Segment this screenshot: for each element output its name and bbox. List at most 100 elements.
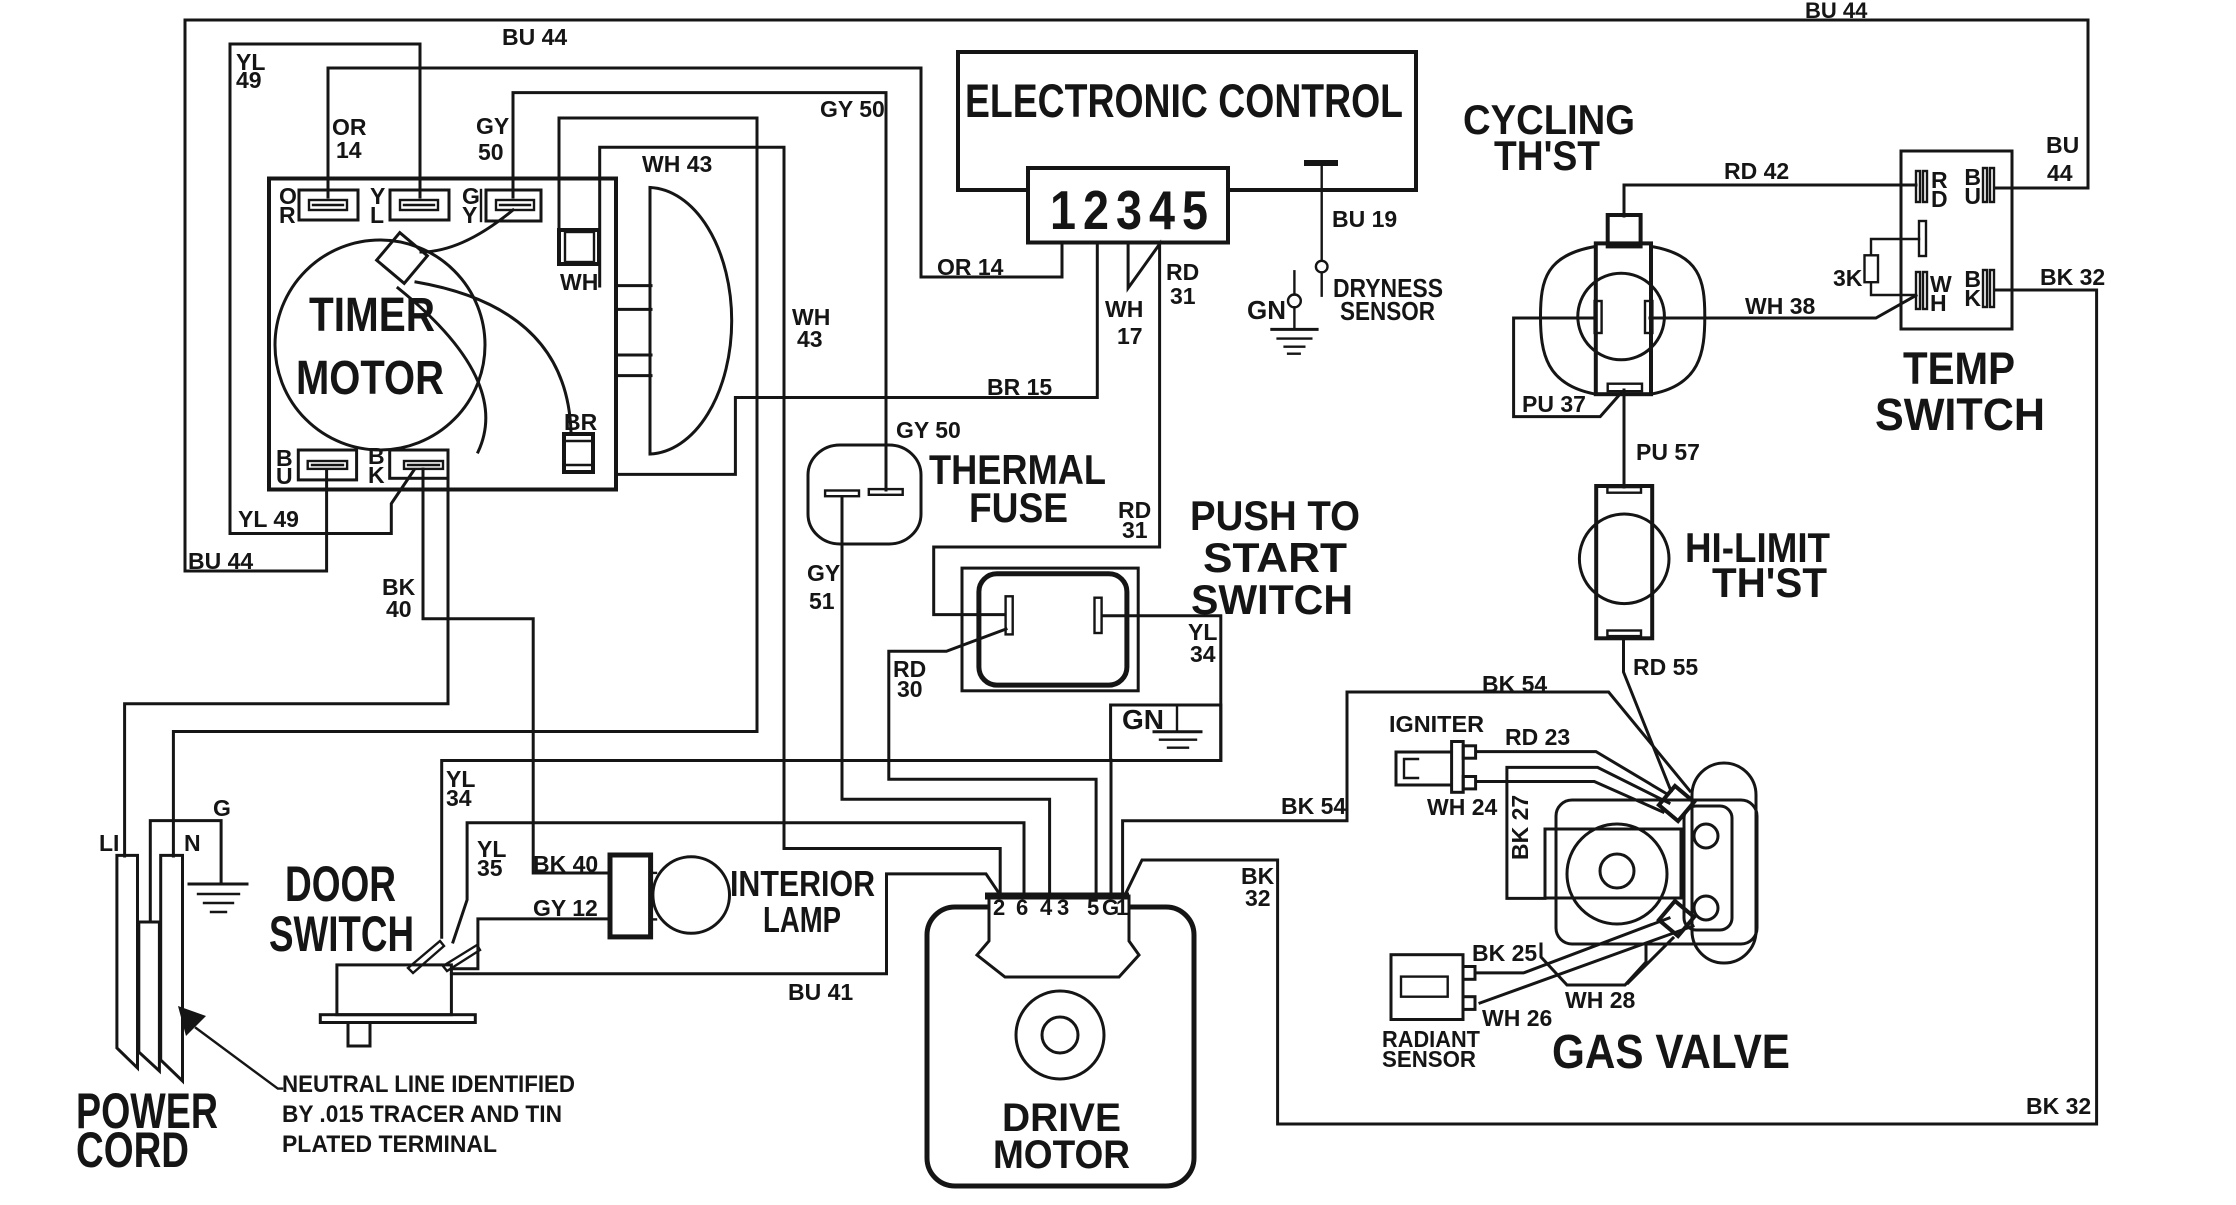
svg-text:R: R: [1931, 167, 1948, 193]
svg-text:Y: Y: [462, 202, 477, 228]
svg-text:HI-LIMIT: HI-LIMIT: [1685, 524, 1830, 571]
svg-text:O: O: [279, 183, 297, 209]
svg-text:PU 37: PU 37: [1522, 391, 1586, 417]
svg-text:RD 23: RD 23: [1505, 724, 1570, 750]
svg-text:U: U: [1964, 183, 1981, 209]
svg-text:SWITCH: SWITCH: [1875, 389, 2045, 440]
svg-text:TEMP: TEMP: [1903, 343, 2015, 394]
svg-text:BU 41: BU 41: [788, 979, 853, 1005]
svg-text:N: N: [184, 830, 201, 856]
svg-text:D: D: [1931, 186, 1948, 212]
svg-text:BU 44: BU 44: [1805, 0, 1868, 23]
svg-text:Y: Y: [370, 183, 385, 209]
svg-text:DRYNESS: DRYNESS: [1333, 273, 1443, 303]
svg-text:PU 57: PU 57: [1636, 439, 1700, 465]
svg-text:LI: LI: [99, 830, 119, 856]
svg-text:WH 26: WH 26: [1482, 1005, 1552, 1031]
svg-text:BR 15: BR 15: [987, 374, 1052, 400]
svg-text:YL: YL: [1188, 619, 1217, 645]
svg-text:B: B: [1964, 164, 1981, 190]
svg-text:1: 1: [1116, 895, 1128, 920]
svg-text:WH 24: WH 24: [1427, 794, 1498, 820]
svg-text:B: B: [368, 443, 385, 469]
svg-text:50: 50: [478, 139, 504, 165]
svg-text:BK: BK: [1241, 863, 1275, 889]
svg-text:L: L: [370, 202, 384, 228]
svg-text:RD: RD: [1166, 259, 1199, 285]
svg-text:6: 6: [1016, 895, 1028, 920]
svg-text:BR: BR: [564, 409, 598, 435]
svg-text:SENSOR: SENSOR: [1340, 296, 1435, 326]
svg-text:OR 14: OR 14: [937, 254, 1004, 280]
svg-text:GY 50: GY 50: [820, 96, 885, 122]
svg-text:WH: WH: [792, 304, 830, 330]
svg-text:17: 17: [1117, 323, 1143, 349]
svg-text:BY .015 TRACER AND TIN: BY .015 TRACER AND TIN: [282, 1101, 562, 1128]
svg-text:5: 5: [1087, 895, 1099, 920]
svg-text:GAS VALVE: GAS VALVE: [1552, 1026, 1790, 1079]
svg-text:INTERIOR: INTERIOR: [730, 863, 875, 904]
svg-text:30: 30: [897, 676, 923, 702]
svg-text:IGNITER: IGNITER: [1389, 711, 1484, 737]
svg-text:BK 32: BK 32: [2040, 264, 2105, 290]
svg-text:SWITCH: SWITCH: [269, 906, 414, 962]
svg-text:3: 3: [1116, 179, 1142, 241]
svg-text:H: H: [1930, 290, 1947, 316]
svg-text:DOOR: DOOR: [285, 856, 396, 912]
svg-text:TH'ST: TH'ST: [1712, 559, 1827, 606]
svg-text:43: 43: [797, 326, 823, 352]
svg-text:34: 34: [1190, 641, 1216, 667]
svg-text:44: 44: [2047, 160, 2073, 186]
svg-text:B: B: [276, 445, 293, 471]
svg-text:WH: WH: [560, 269, 598, 295]
svg-text:BU: BU: [2046, 132, 2079, 158]
svg-text:NEUTRAL LINE IDENTIFIED: NEUTRAL LINE IDENTIFIED: [282, 1071, 575, 1098]
svg-text:TIMER: TIMER: [309, 289, 435, 342]
svg-text:SENSOR: SENSOR: [1382, 1046, 1476, 1072]
svg-text:1: 1: [1050, 179, 1076, 241]
svg-text:5: 5: [1182, 179, 1208, 241]
svg-text:WH 28: WH 28: [1565, 987, 1636, 1013]
svg-text:31: 31: [1122, 517, 1148, 543]
svg-text:RD 55: RD 55: [1633, 654, 1698, 680]
svg-text:35: 35: [477, 855, 503, 881]
svg-text:3: 3: [1057, 895, 1069, 920]
svg-text:32: 32: [1245, 885, 1271, 911]
svg-text:3K: 3K: [1833, 265, 1863, 291]
svg-text:GY: GY: [476, 113, 509, 139]
svg-text:RADIANT: RADIANT: [1382, 1026, 1480, 1052]
svg-text:GY 12: GY 12: [533, 895, 598, 921]
svg-text:K: K: [368, 462, 385, 488]
svg-text:DRIVE: DRIVE: [1002, 1096, 1121, 1140]
svg-text:2: 2: [993, 895, 1005, 920]
svg-text:BU 19: BU 19: [1332, 206, 1397, 232]
svg-text:FUSE: FUSE: [969, 484, 1068, 531]
svg-text:PLATED TERMINAL: PLATED TERMINAL: [282, 1131, 497, 1158]
svg-text:MOTOR: MOTOR: [993, 1133, 1130, 1177]
svg-text:4: 4: [1149, 179, 1175, 241]
svg-text:BU 44: BU 44: [502, 24, 567, 50]
svg-text:G: G: [213, 795, 231, 821]
svg-text:POWER: POWER: [76, 1083, 218, 1139]
svg-text:CORD: CORD: [76, 1122, 189, 1178]
svg-text:49: 49: [236, 67, 262, 93]
svg-text:BK 40: BK 40: [533, 851, 598, 877]
svg-text:MOTOR: MOTOR: [296, 352, 444, 405]
svg-text:34: 34: [446, 785, 472, 811]
svg-text:2: 2: [1083, 179, 1109, 241]
svg-text:SWITCH: SWITCH: [1191, 576, 1353, 623]
svg-text:YL: YL: [446, 766, 475, 792]
svg-text:BK 54: BK 54: [1281, 793, 1346, 819]
svg-text:GY 50: GY 50: [896, 417, 961, 443]
svg-text:G: G: [462, 183, 480, 209]
svg-text:THERMAL: THERMAL: [929, 446, 1106, 493]
svg-text:GN: GN: [1247, 295, 1286, 325]
svg-text:OR: OR: [332, 114, 367, 140]
svg-text:START: START: [1203, 534, 1347, 581]
svg-text:ELECTRONIC CONTROL: ELECTRONIC CONTROL: [965, 74, 1403, 127]
svg-text:WH 43: WH 43: [642, 151, 712, 177]
svg-text:WH: WH: [1105, 296, 1143, 322]
svg-text:R: R: [279, 202, 296, 228]
svg-text:51: 51: [809, 588, 835, 614]
svg-text:RD 42: RD 42: [1724, 158, 1789, 184]
